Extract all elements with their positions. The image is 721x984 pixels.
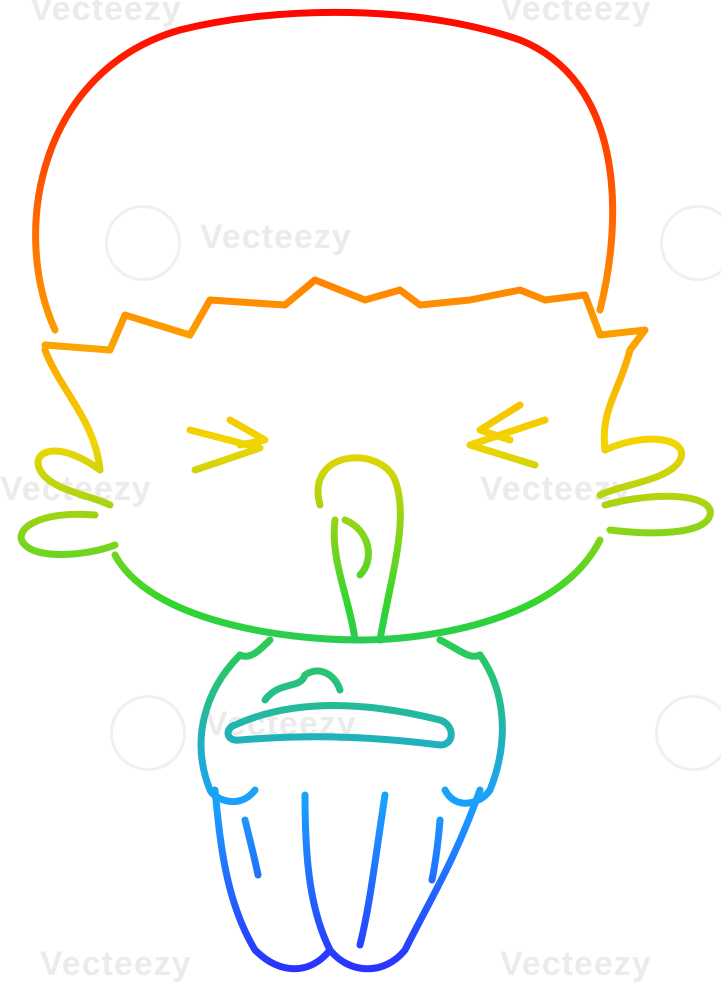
- watermark-logo: [655, 695, 721, 771]
- right-ear: [596, 435, 714, 537]
- watermark-text: Vecteezy: [30, 0, 182, 28]
- left-ear: [17, 447, 119, 558]
- folded-arms: [224, 667, 455, 749]
- watermark-text: Vecteezy: [500, 945, 652, 983]
- left-eye: [186, 416, 269, 474]
- watermark-text: Vecteezy: [40, 945, 192, 983]
- leg-creases: [241, 816, 444, 884]
- tongue: [330, 516, 372, 644]
- face-left-side: [41, 346, 104, 474]
- legs: [211, 786, 484, 973]
- watermark-text: Vecteezy: [500, 0, 652, 28]
- head-dome: [32, 8, 617, 334]
- watermark-logo: [660, 205, 721, 281]
- watermark-logo: [110, 695, 186, 771]
- body-outline: [197, 651, 506, 807]
- face-right-side: [600, 346, 634, 454]
- right-eye: [466, 401, 549, 469]
- hair-fringe: [41, 276, 649, 354]
- jaw-line: [111, 536, 604, 644]
- watermark-logo: [105, 205, 181, 281]
- watermark-text: Vecteezy: [200, 218, 352, 256]
- mouth: [314, 454, 404, 644]
